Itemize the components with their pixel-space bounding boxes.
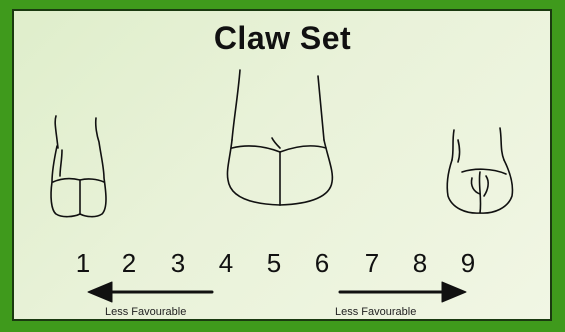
intermediate-claw-icon bbox=[227, 70, 332, 205]
less-favourable-left-label: Less Favourable bbox=[105, 306, 186, 318]
less-favourable-right-label: Less Favourable bbox=[335, 306, 416, 318]
arrow-left-icon bbox=[88, 282, 212, 302]
scale-number-5: 5 bbox=[259, 248, 289, 279]
upright-claw-icon bbox=[51, 116, 106, 217]
scale-number-4: 4 bbox=[211, 248, 241, 279]
scale-number-8: 8 bbox=[405, 248, 435, 279]
scale-number-7: 7 bbox=[357, 248, 387, 279]
sloping-claw-icon bbox=[447, 128, 512, 213]
arrow-right-icon bbox=[340, 282, 466, 302]
scale-number-6: 6 bbox=[307, 248, 337, 279]
scale-number-1: 1 bbox=[68, 248, 98, 279]
scale-number-9: 9 bbox=[453, 248, 483, 279]
scale-number-2: 2 bbox=[114, 248, 144, 279]
scale-number-3: 3 bbox=[163, 248, 193, 279]
